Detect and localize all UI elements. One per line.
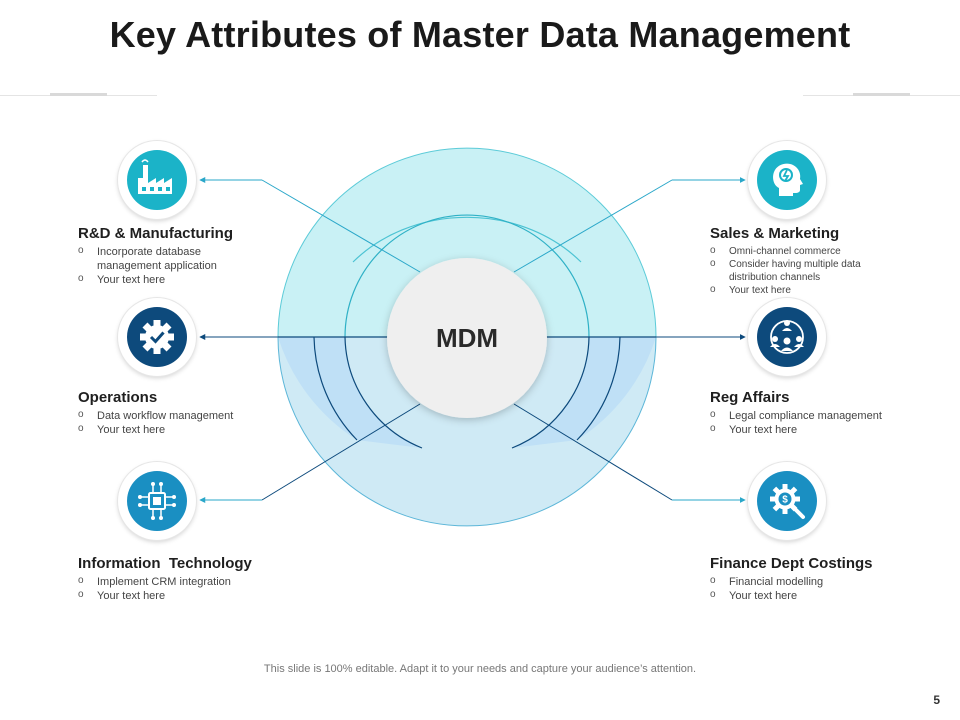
rd-bullets: Incorporate database management applicat…: [78, 244, 288, 287]
page-number: 5: [933, 693, 940, 707]
rd-icon-badge: [118, 141, 196, 219]
it-icon-badge: [118, 462, 196, 540]
finance-title: Finance Dept Costings: [710, 555, 873, 572]
rd-bullet-2: Your text here: [78, 272, 288, 287]
sales-icon-badge: [748, 141, 826, 219]
center-label: MDM: [435, 323, 499, 353]
gear-check-icon: [140, 320, 174, 354]
people-network-icon: [770, 320, 804, 354]
circuit-chip-icon: [138, 482, 176, 520]
lower-arc-right-inner: [511, 336, 590, 449]
rd-title: R&D & Manufacturing: [78, 225, 233, 242]
finance-bullets: Financial modelling Your text here: [710, 574, 920, 603]
reg-icon-badge: [748, 298, 826, 376]
sales-block: Sales & Marketing Omni-channel commerce …: [710, 225, 920, 297]
finance-block: Finance Dept Costings Financial modellin…: [710, 555, 920, 603]
reg-bullet-2: Your text here: [710, 422, 920, 437]
diag-upper-left: [261, 179, 421, 273]
rd-block: R&D & Manufacturing Incorporate database…: [78, 225, 288, 287]
factory-icon: [138, 159, 172, 194]
svg-text:$: $: [782, 495, 788, 506]
sales-bullet-3: Your text here: [710, 283, 920, 297]
it-title: Information Technology: [78, 555, 252, 572]
lower-arc-right-outer: [576, 336, 621, 441]
operations-bullet-2: Your text here: [78, 422, 288, 437]
upper-arc-inner: [344, 214, 590, 338]
diag-upper-right: [513, 179, 673, 273]
footer-note: This slide is 100% editable. Adapt it to…: [263, 663, 697, 675]
dollar-gear-search-icon: $: [770, 484, 805, 519]
sales-bullet-1: Omni-channel commerce: [710, 244, 920, 258]
top-divider-right-accent: [853, 93, 910, 96]
head-brain-icon: [773, 163, 803, 196]
sales-bullets: Omni-channel commerce Consider having mu…: [710, 244, 920, 297]
it-block: Information Technology Implement CRM int…: [78, 555, 288, 603]
operations-icon-badge: [118, 298, 196, 376]
operations-bullet-1: Data workflow management: [78, 408, 288, 423]
sales-title: Sales & Marketing: [710, 225, 840, 242]
reg-block: Reg Affairs Legal compliance management …: [710, 389, 920, 437]
top-divider-left-accent: [50, 93, 107, 96]
finance-bullet-1: Financial modelling: [710, 574, 920, 589]
lower-arc-left-inner: [344, 336, 423, 449]
outer-ring-lower: [277, 336, 657, 527]
slide-title: Key Attributes of Master Data Management: [109, 14, 851, 55]
lower-arc-left-outer: [313, 336, 358, 441]
diag-lower-right: [513, 403, 673, 501]
it-bullet-1: Implement CRM integration: [78, 574, 288, 589]
outer-ring-upper: [277, 147, 657, 338]
reg-title: Reg Affairs: [710, 389, 790, 406]
reg-bullets: Legal compliance management Your text he…: [710, 408, 920, 437]
operations-title: Operations: [78, 389, 158, 406]
lower-band-right: [512, 337, 656, 448]
center-circle: [387, 258, 547, 418]
it-bullet-2: Your text here: [78, 588, 288, 603]
diag-lower-left: [261, 403, 421, 501]
upper-arc-mid: [352, 216, 582, 263]
reg-bullet-1: Legal compliance management: [710, 408, 920, 423]
operations-block: Operations Data workflow management Your…: [78, 389, 288, 437]
operations-bullets: Data workflow management Your text here: [78, 408, 288, 437]
rd-bullet-1: Incorporate database management applicat…: [78, 244, 247, 273]
sales-bullet-2: Consider having multiple data distributi…: [710, 257, 899, 284]
finance-icon-badge: $: [748, 462, 826, 540]
lower-band-left: [278, 337, 422, 448]
finance-bullet-2: Your text here: [710, 588, 920, 603]
it-bullets: Implement CRM integration Your text here: [78, 574, 288, 603]
